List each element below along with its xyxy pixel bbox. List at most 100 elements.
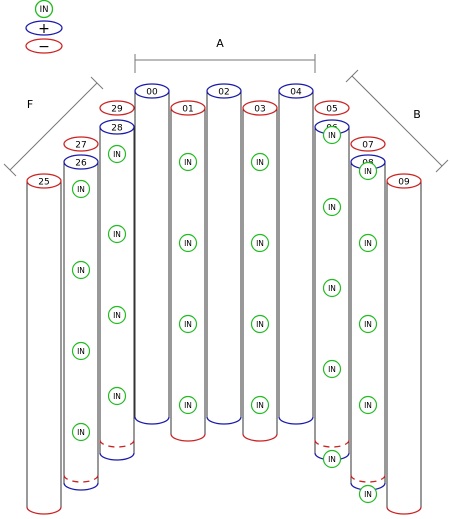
dimension-a: A bbox=[134, 37, 316, 73]
in-marker-label: IN bbox=[328, 455, 336, 464]
in-marker-label: IN bbox=[113, 311, 121, 320]
in-marker-icon bbox=[71, 422, 91, 442]
legend: IN + − bbox=[25, 0, 63, 55]
in-marker-label: IN bbox=[113, 230, 121, 239]
legend-in-marker-icon bbox=[34, 0, 54, 19]
in-marker-label: IN bbox=[364, 490, 372, 499]
in-marker-label: IN bbox=[364, 239, 372, 248]
dimension-a-label: A bbox=[216, 37, 224, 50]
tube-08-hidden-edge bbox=[350, 474, 386, 483]
tube-06-hidden-edge bbox=[314, 439, 350, 448]
in-marker-icon bbox=[322, 278, 342, 298]
in-marker-label: IN bbox=[184, 401, 192, 410]
in-marker-icon bbox=[358, 314, 378, 334]
tube-29: 29 bbox=[99, 100, 135, 116]
tube-25-label: 25 bbox=[38, 178, 49, 188]
tube-09-label: 09 bbox=[398, 178, 410, 188]
tube-28-in-marker: IN bbox=[107, 305, 127, 325]
in-marker-label: IN bbox=[364, 320, 372, 329]
in-marker-icon bbox=[178, 152, 198, 172]
legend-in-label: IN bbox=[40, 5, 49, 15]
tube-26-in-marker: IN bbox=[71, 179, 91, 199]
tube-03-cap bbox=[242, 100, 278, 116]
tube-26-bottom bbox=[63, 482, 99, 491]
in-marker-label: IN bbox=[77, 266, 85, 275]
tube-26-label: 26 bbox=[75, 159, 87, 169]
tube-28-in-marker: IN bbox=[107, 386, 127, 406]
in-marker-label: IN bbox=[77, 185, 85, 194]
tube-28-hidden-edge bbox=[99, 439, 135, 448]
dimension-lines: A B F bbox=[3, 37, 449, 177]
tube-02-cap bbox=[206, 83, 242, 99]
in-marker-icon bbox=[322, 197, 342, 217]
tube-26-in-marker: IN bbox=[71, 260, 91, 280]
tube-01-cap bbox=[170, 100, 206, 116]
tube-09-cap bbox=[386, 173, 422, 189]
in-marker-icon bbox=[71, 179, 91, 199]
in-marker-icon bbox=[358, 233, 378, 253]
tube-08-in-marker: IN bbox=[358, 233, 378, 253]
in-marker-label: IN bbox=[364, 167, 372, 176]
tube-09-bottom bbox=[386, 506, 422, 515]
tube-28-label: 28 bbox=[111, 124, 123, 134]
tube-04: 04 bbox=[278, 83, 314, 425]
in-marker-label: IN bbox=[328, 284, 336, 293]
in-marker-icon bbox=[322, 359, 342, 379]
tube-04-label: 04 bbox=[290, 88, 302, 98]
in-marker-icon bbox=[250, 395, 270, 415]
tube-05: 05 bbox=[314, 100, 350, 116]
tube-26-in-marker: IN bbox=[71, 341, 91, 361]
tube-01-in-marker: IN bbox=[178, 233, 198, 253]
dimension-b: B bbox=[345, 69, 449, 173]
tube-07-label: 07 bbox=[362, 141, 373, 151]
in-marker-label: IN bbox=[184, 239, 192, 248]
tube-03-label: 03 bbox=[254, 105, 265, 115]
tube-04-bottom bbox=[278, 416, 314, 425]
tube-28-cap bbox=[99, 119, 135, 135]
tube-28-in-marker: IN bbox=[107, 144, 127, 164]
in-marker-label: IN bbox=[256, 320, 264, 329]
tube-03-in-marker: IN bbox=[250, 314, 270, 334]
in-marker-icon bbox=[178, 233, 198, 253]
in-marker-label: IN bbox=[77, 347, 85, 356]
tube-03-bottom bbox=[242, 433, 278, 442]
tube-28-in-marker: IN bbox=[107, 224, 127, 244]
legend-minus-label: − bbox=[38, 39, 50, 55]
in-marker-icon bbox=[322, 449, 342, 469]
in-marker-icon bbox=[250, 152, 270, 172]
tube-01-label: 01 bbox=[182, 105, 193, 115]
legend-negative-cap-icon bbox=[25, 38, 63, 54]
dimension-b-label: B bbox=[413, 108, 421, 121]
tube-00-bottom bbox=[134, 416, 170, 425]
in-marker-icon bbox=[358, 484, 378, 504]
in-marker-icon bbox=[71, 341, 91, 361]
in-marker-label: IN bbox=[328, 365, 336, 374]
in-marker-icon bbox=[358, 395, 378, 415]
tube-06-in-marker: IN bbox=[322, 125, 342, 145]
tube-01-in-marker: IN bbox=[178, 314, 198, 334]
tube-06: 06INININININ bbox=[314, 119, 350, 469]
in-marker-label: IN bbox=[113, 392, 121, 401]
in-marker-icon bbox=[250, 314, 270, 334]
tube-03-in-marker: IN bbox=[250, 152, 270, 172]
tube-09: 09 bbox=[386, 173, 422, 515]
tube-00-label: 00 bbox=[146, 88, 158, 98]
in-marker-label: IN bbox=[184, 320, 192, 329]
in-marker-label: IN bbox=[184, 158, 192, 167]
tube-25-cap bbox=[26, 173, 62, 189]
in-marker-icon bbox=[107, 386, 127, 406]
in-marker-icon bbox=[71, 260, 91, 280]
tube-00-cap bbox=[134, 83, 170, 99]
tube-05-cap bbox=[314, 100, 350, 116]
in-marker-icon bbox=[107, 224, 127, 244]
tube-08-in-marker: IN bbox=[358, 395, 378, 415]
in-marker-label: IN bbox=[113, 150, 121, 159]
in-marker-icon bbox=[178, 395, 198, 415]
in-marker-icon bbox=[358, 161, 378, 181]
